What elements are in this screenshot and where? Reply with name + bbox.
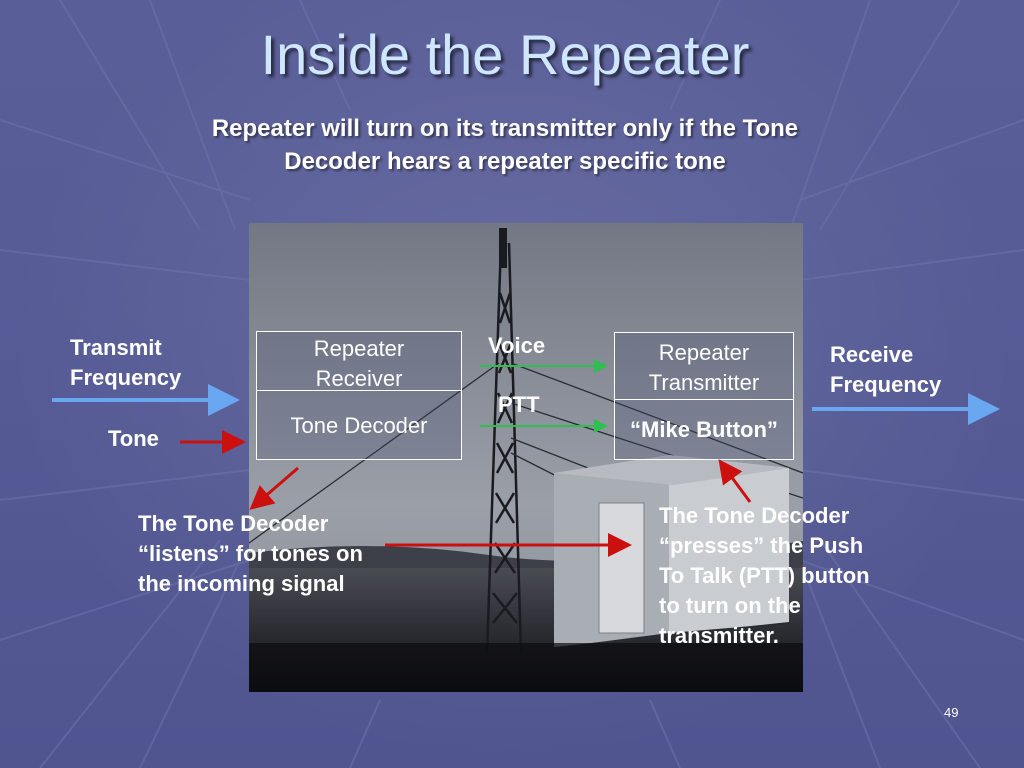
slide-title: Inside the Repeater: [260, 23, 750, 86]
tone-decoder-box: Tone Decoder: [256, 390, 462, 460]
presses-line-4: to turn on the: [659, 593, 801, 618]
receive-label-line2: Frequency: [830, 372, 942, 397]
listens-line-2: “listens” for tones on: [138, 541, 363, 566]
tone-label: Tone: [108, 426, 159, 451]
slide-subtitle: Repeater will turn on its transmitter on…: [211, 115, 799, 175]
repeater-site-photo: [249, 223, 803, 692]
tone-decoder-label: Tone Decoder: [290, 413, 428, 438]
transmit-label-line1: Transmit: [70, 335, 162, 360]
presses-callout: The Tone Decoder “presses” the Push To T…: [659, 501, 870, 651]
mike-button-label: “Mike Button”: [630, 417, 778, 442]
listens-arrow: [249, 466, 299, 510]
listens-line-1: The Tone Decoder: [138, 511, 329, 536]
transmitter-label-line2: Transmitter: [648, 370, 760, 395]
receiver-label-line1: Repeater: [313, 336, 405, 361]
ptt-label: PTT: [498, 392, 540, 417]
repeater-receiver-box: Repeater Receiver: [256, 331, 462, 391]
transmitter-label-line1: Repeater: [658, 340, 750, 365]
presses-line-1: The Tone Decoder: [659, 503, 850, 528]
presses-line-3: To Talk (PTT) button: [659, 563, 870, 588]
listens-callout: The Tone Decoder “listens” for tones on …: [138, 509, 363, 599]
presses-line-2: “presses” the Push: [659, 533, 864, 558]
receive-label-line1: Receive: [830, 342, 914, 367]
page-number: 49: [944, 705, 959, 720]
repeater-transmitter-box: Repeater Transmitter: [614, 332, 794, 400]
voice-label: Voice: [488, 333, 546, 358]
receiver-label-line2: Receiver: [315, 366, 403, 391]
presses-line-5: transmitter.: [659, 623, 779, 648]
listens-line-3: the incoming signal: [138, 571, 345, 596]
receive-frequency-label: Receive Frequency: [830, 340, 941, 400]
mike-button-box: “Mike Button”: [614, 399, 794, 460]
transmit-label-line2: Frequency: [70, 365, 182, 390]
transmit-frequency-label: Transmit Frequency: [70, 333, 181, 393]
presses-arrow: [718, 459, 752, 503]
